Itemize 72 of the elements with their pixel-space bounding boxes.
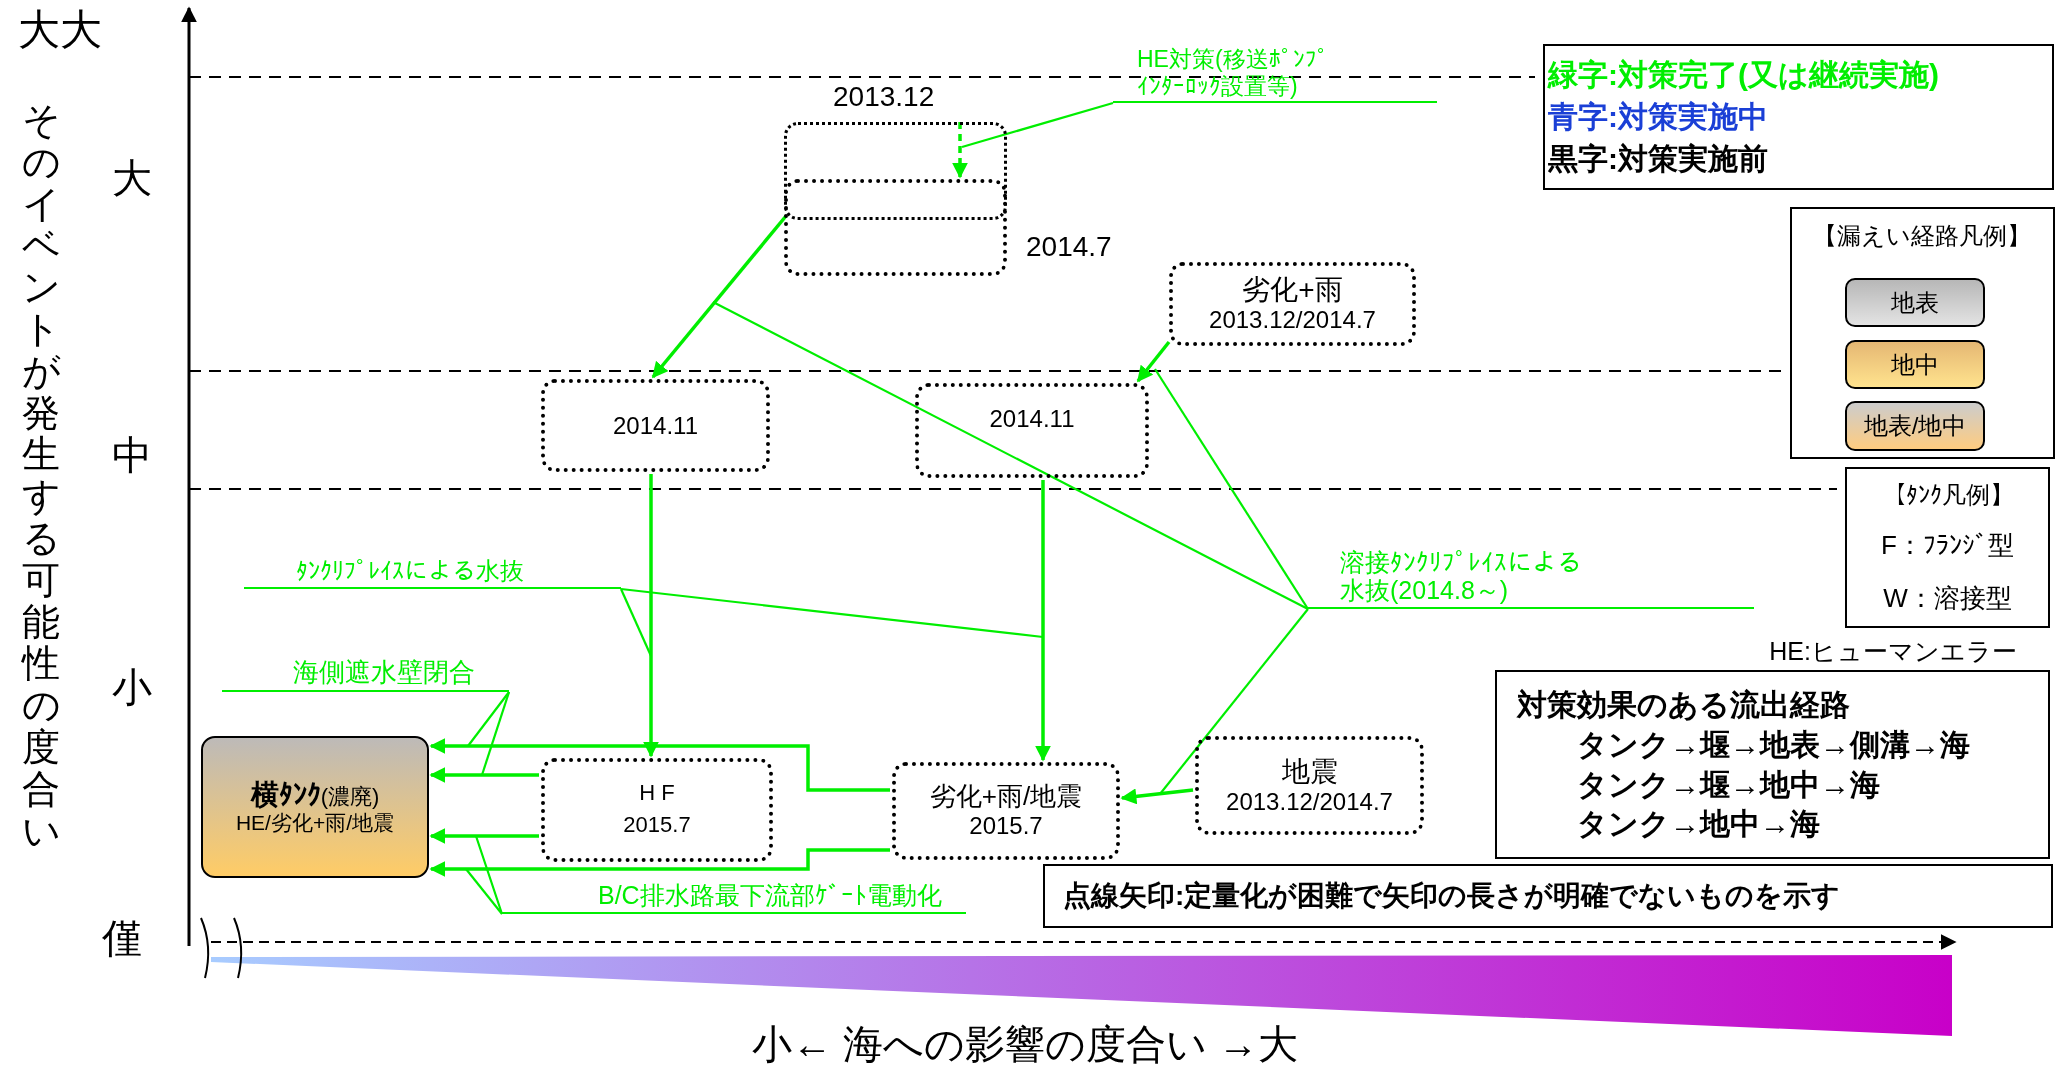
legend-entry: 黒字:対策実施前 <box>1548 142 1768 177</box>
date-label: 2015.7 <box>969 812 1043 840</box>
legend-panel <box>1845 467 2050 628</box>
legend-entry: W：溶接型 <box>1883 584 2012 615</box>
date-label: 2014.11 <box>613 411 698 440</box>
route-text: タンク→堰→地表→側溝→海 <box>1577 726 1970 763</box>
dotted-event-box <box>915 383 1149 478</box>
axis-title: そのイベントが発生する可能性の度合い <box>22 99 60 853</box>
leader-line <box>474 835 504 915</box>
arrow <box>1120 788 1194 805</box>
arrow <box>429 848 890 877</box>
tank-label: 横ﾀﾝｸ(濃廃) <box>250 778 380 811</box>
legend-entry: 緑字:対策完了(又は継続実施) <box>1548 58 1939 93</box>
leader-line <box>467 691 510 747</box>
arrow <box>651 214 788 379</box>
legend-swatch: 地表/地中 <box>1845 401 1985 451</box>
dotted-event-box <box>892 762 1120 860</box>
arrow <box>429 828 539 844</box>
leader-line <box>620 587 1044 639</box>
cause-label: 劣化+雨/地震 <box>929 782 1083 813</box>
note-panel <box>1043 864 2053 928</box>
leader-line <box>961 101 1114 149</box>
route-text: タンク→地中→海 <box>1577 806 1820 843</box>
leader-line <box>465 868 503 915</box>
arrow <box>1136 340 1171 383</box>
dotted-event-box <box>1169 262 1416 346</box>
axis-level-label: 中 <box>112 432 152 478</box>
legend-swatch: 地中 <box>1845 340 1985 389</box>
leader-line <box>1154 368 1309 610</box>
legend-title: 【漏えい経路凡例】 <box>1813 222 2031 250</box>
leader-line <box>480 691 511 776</box>
abbreviation-note: HE:ヒューマンエラー <box>1769 636 2017 666</box>
axis-level-label: 小 <box>112 664 152 710</box>
axis-level-label: 大 <box>112 155 152 201</box>
panel-title: 対策効果のある流出経路 <box>1517 686 1850 723</box>
leader-line <box>712 301 1309 610</box>
leader-line <box>620 588 652 657</box>
legend-swatch: 地表 <box>1845 278 1985 327</box>
dotted-event-box <box>1195 736 1424 835</box>
info-panel <box>1495 670 2050 859</box>
arrow <box>643 474 659 758</box>
legend-entry: F：ﾌﾗﾝｼﾞ型 <box>1881 531 2014 562</box>
axis-level-label: 大大 <box>18 5 102 55</box>
legend-title: 【ﾀﾝｸ凡例】 <box>1881 480 2014 509</box>
arrow <box>429 738 890 792</box>
route-text: タンク→堰→地中→海 <box>1577 766 1880 803</box>
leader-line <box>1159 608 1309 795</box>
dotted-event-box <box>541 758 773 862</box>
cause-label: 劣化+雨 <box>1242 274 1343 307</box>
dotted-event-box <box>541 379 770 472</box>
countermeasure-text: 海側遮水壁閉合 <box>293 658 475 688</box>
date-label: 2015.7 <box>622 812 692 838</box>
date-label: 2013.12/2014.7 <box>1226 787 1393 816</box>
axis-level-label: 僅 <box>102 915 142 961</box>
dashed-arrow <box>952 122 968 179</box>
tank-type-label: H F <box>638 780 676 806</box>
countermeasure-text: 溶接ﾀﾝｸﾘﾌﾟﾚｲｽによる水抜(2014.8～) <box>1340 547 1583 605</box>
countermeasure-text: B/C排水路最下流部ｹﾞｰﾄ電動化 <box>598 881 942 910</box>
cause-label: 地震 <box>1281 755 1338 788</box>
note-text: 点線矢印:定量化が困難で矢印の長さが明確でないものを示す <box>1063 879 1841 914</box>
tank-box <box>201 736 429 878</box>
arrow <box>1035 480 1051 762</box>
countermeasure-text: ﾀﾝｸﾘﾌﾟﾚｲｽによる水抜 <box>296 557 524 585</box>
axis-title: 小← 海への影響の度合い →大 <box>751 1021 1299 1067</box>
arrow <box>429 767 539 783</box>
countermeasure-text: HE対策(移送ﾎﾟﾝﾌﾟｲﾝﾀｰﾛｯｸ設置等) <box>1137 46 1330 99</box>
cause-label: HE/劣化+雨/地震 <box>235 811 395 836</box>
date-label: 2014.11 <box>989 405 1075 433</box>
date-label: 2013.12/2014.7 <box>1209 306 1376 334</box>
legend-entry: 青字:対策実施中 <box>1548 100 1768 135</box>
date-label: 2013.12 <box>833 81 935 114</box>
date-label: 2014.7 <box>1026 231 1112 264</box>
